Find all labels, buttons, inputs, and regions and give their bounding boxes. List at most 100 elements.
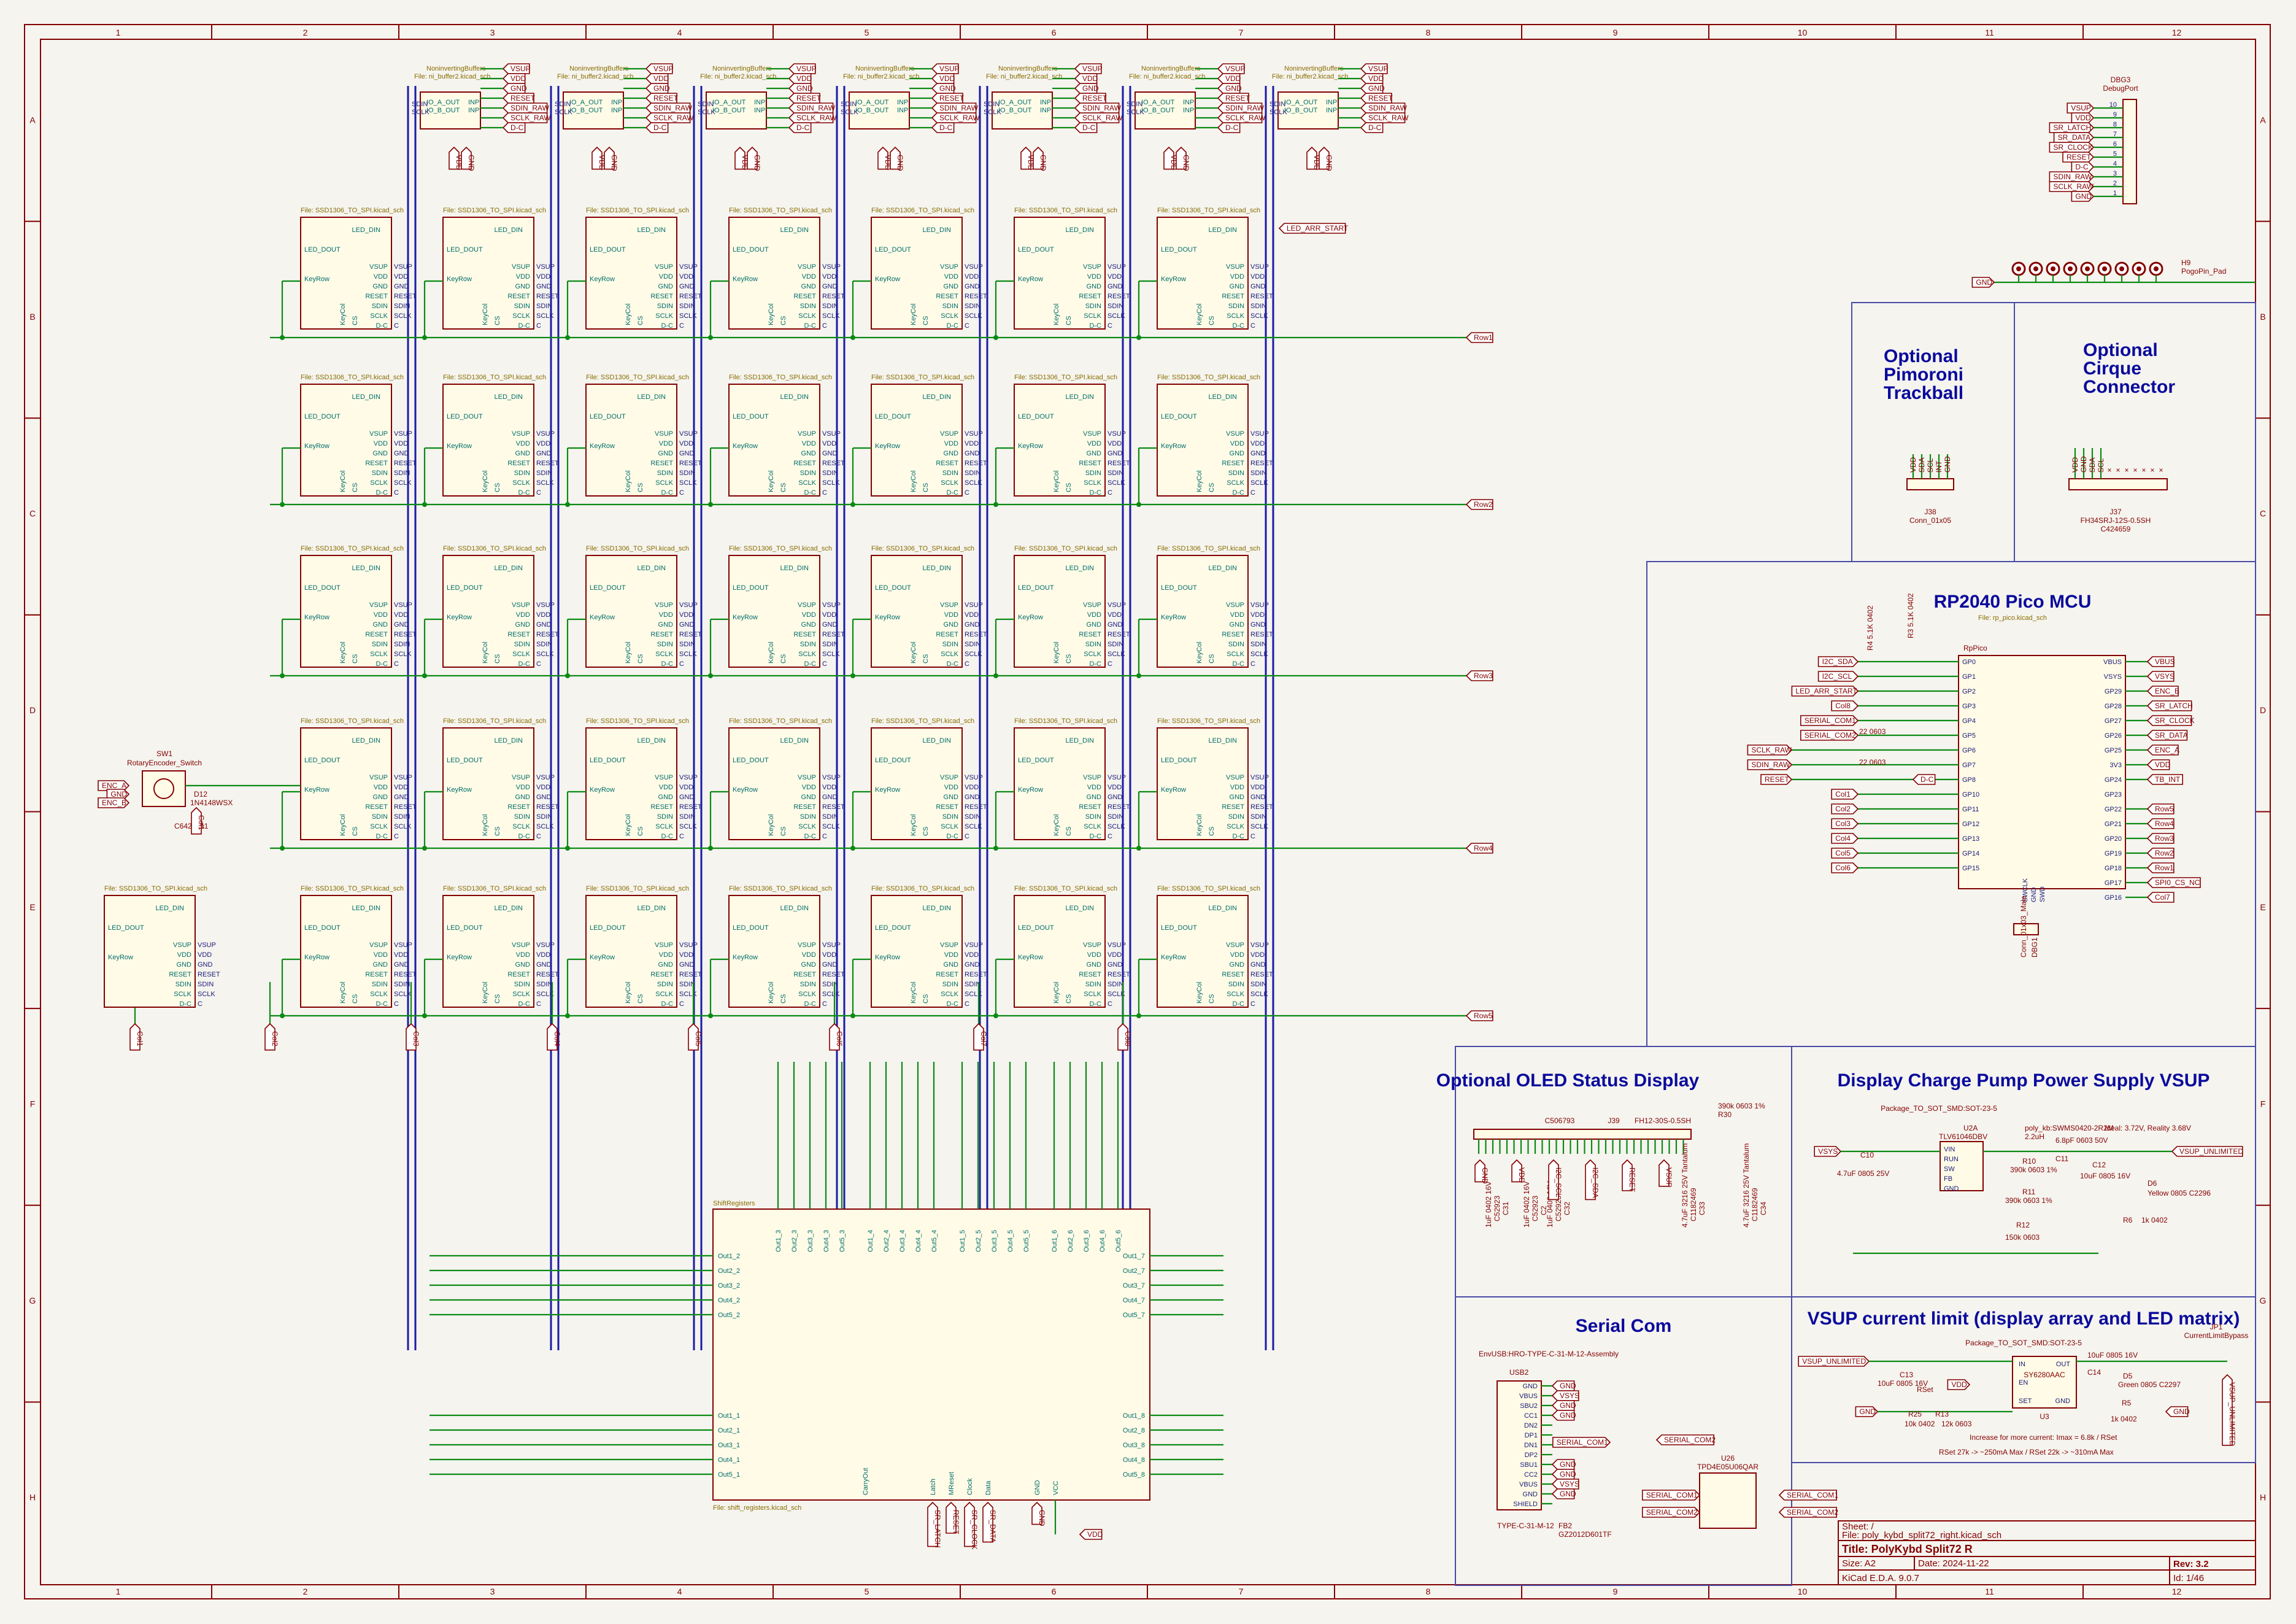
shift-top-pin: Out4_3 xyxy=(823,1230,830,1252)
oled-cell-rail-pin: VDD xyxy=(822,611,836,619)
oled-cell: File: SSD1306_TO_SPI.kicad_schLED_DINLED… xyxy=(422,374,559,507)
oled-cell-keyrow: KeyRow xyxy=(590,954,615,961)
junction-dot xyxy=(280,673,285,678)
net-label-shape xyxy=(502,122,526,133)
net-label-shape xyxy=(788,102,834,114)
frame-col-number: 8 xyxy=(1426,1587,1431,1596)
net-label-shape xyxy=(2062,152,2095,163)
debug-net-sr_data: SR_DATA xyxy=(2053,132,2095,143)
u26-ref: U26 xyxy=(1721,1454,1735,1463)
oled-cell-rail-pin: SDIN xyxy=(965,641,980,648)
buffer-left-pin: SDIN xyxy=(841,101,857,108)
net-label-shape xyxy=(2146,759,2170,770)
oled-cell-rail-pin: VDD xyxy=(679,951,693,959)
debug-pin-number: 8 xyxy=(2113,121,2117,128)
net-label-text: SR_CLOCK xyxy=(970,1510,979,1550)
oled-cell-pin: SCLK xyxy=(370,479,388,487)
oled-cell-rail-pin: VSUP xyxy=(965,774,983,781)
net-label-text: GND xyxy=(110,790,127,798)
net-label-text: Row3 xyxy=(1474,671,1493,680)
junction-dot xyxy=(708,502,713,507)
oled-cell-led-dout: LED_DOUT xyxy=(304,924,341,932)
oled-cell-rail-pin: VDD xyxy=(394,951,408,959)
oled-cell-body xyxy=(871,895,963,1008)
net-label-text: SDIN_RAW xyxy=(2053,172,2092,181)
debug-net-vsup: VSUP xyxy=(2067,102,2095,114)
oled-cell-pin: VSUP xyxy=(940,430,958,438)
mcu-left-pin: GP7 xyxy=(1962,762,1976,769)
debug-pin-number: 3 xyxy=(2113,170,2117,177)
buffer-net-sdin_raw: SDIN_RAW xyxy=(1074,102,1122,114)
oled-cell-pin: VDD xyxy=(802,784,816,791)
junction-dot xyxy=(565,673,570,678)
net-label-text: GND xyxy=(1038,1510,1046,1526)
oled-cell-rail-pin: VSUP xyxy=(679,430,698,438)
oled-cell-pin: VDD xyxy=(1230,784,1244,791)
oled-cell-file: File: SSD1306_TO_SPI.kicad_sch xyxy=(1157,885,1260,892)
oled-status-cap-lcsc: C52923 xyxy=(1493,1196,1501,1221)
net-label-text: VSUP xyxy=(653,64,674,73)
oled-cell-pin: VSUP xyxy=(512,263,530,271)
net-label-text: GND xyxy=(1560,1401,1576,1410)
net-label-text: GND xyxy=(1560,1460,1576,1469)
oled-cell-pin: GND xyxy=(658,794,674,801)
oled-cell-rail-pin: SCLK xyxy=(965,312,982,320)
oled-cell: File: SSD1306_TO_SPI.kicad_schLED_DINLED… xyxy=(280,207,417,340)
oled-cell-rail-pin: VDD xyxy=(1108,273,1122,280)
oled-cell-rail-pin: RESET xyxy=(965,631,987,638)
oled-cell-pin: VSUP xyxy=(512,942,530,949)
oled-cell-pin: D-C xyxy=(1232,322,1244,330)
net-label-shape xyxy=(645,93,677,104)
oled-status-net-gnd: GND xyxy=(1474,1159,1489,1184)
net-label-text: GND xyxy=(2173,1407,2190,1416)
buffer-io-b: IO_B_OUT xyxy=(1284,107,1318,114)
mcu-net-led_arr_start: LED_ARR_START xyxy=(1791,686,1859,697)
buffer-net-reset: RESET xyxy=(645,93,679,104)
buffer-net-gnd: GND xyxy=(502,83,527,94)
net-label-shape xyxy=(2146,730,2188,741)
oled-cell-rail-pin: GND xyxy=(536,450,552,457)
net-label-text: Col6 xyxy=(835,1031,844,1046)
oled-cell-rail-pin: RESET xyxy=(1108,460,1130,467)
oled-cell-rail-pin: VSUP xyxy=(198,942,216,949)
oled-cell-pin: D-C xyxy=(376,660,388,668)
net-label-text: LED_ARR_START xyxy=(1287,224,1349,233)
junction-dot xyxy=(993,502,998,507)
shift-left-pin: Out5_1 xyxy=(718,1471,740,1479)
oled-cell-keyrow: KeyRow xyxy=(447,786,472,794)
oled-cell-rail-pin: C xyxy=(822,660,827,668)
current-limit-d5: Green 0805 C2297 xyxy=(2118,1380,2181,1389)
rotary-encoder-group: SW1RotaryEncoder_SwitchENC_AGNDENC_BD121… xyxy=(98,749,301,835)
buffer-net-vsup: VSUP xyxy=(502,63,531,74)
debug-net-sclk_raw: SCLK_RAW xyxy=(2049,181,2095,192)
oled-cell-pin: D-C xyxy=(1089,833,1101,840)
net-label-shape xyxy=(1360,102,1406,114)
oled-cell-rail-pin: VDD xyxy=(394,273,408,280)
oled-cell-pin: SCLK xyxy=(1227,479,1244,487)
oled-cell-rail-pin: SDIN xyxy=(965,303,980,310)
oled-status-net-i2c_scl: I2C_SCL xyxy=(1548,1159,1563,1201)
oled-cell-pin: GND xyxy=(1087,961,1102,969)
oled-cell-pin: SCLK xyxy=(941,312,958,320)
oled-cell-keyrow: KeyRow xyxy=(590,786,615,794)
charge-pump-uref: U2A xyxy=(1963,1124,1978,1132)
charge-pump-pin: RUN xyxy=(1944,1156,1959,1163)
oled-cell-led-dout: LED_DOUT xyxy=(1161,584,1197,592)
oled-cell-pin: SDIN xyxy=(514,303,530,310)
oled-cell-pin: RESET xyxy=(1222,631,1244,638)
buffer-io-b: IO_B_OUT xyxy=(426,107,460,114)
oled-cell-pin: SDIN xyxy=(800,981,816,988)
encoder-net-enc_b: ENC_B xyxy=(98,797,130,808)
oled-cell-pin: GND xyxy=(1087,283,1102,290)
frame-col-number: 10 xyxy=(1798,28,1808,37)
mcu-left-pin: GP3 xyxy=(1962,703,1976,710)
frame-row-letter: C xyxy=(29,509,36,519)
frame-row-letter: C xyxy=(2260,509,2266,519)
oled-cell-rail-pin: SCLK xyxy=(1250,479,1268,487)
net-label-shape xyxy=(1074,63,1102,74)
cirque-title-line: Optional xyxy=(2083,340,2158,360)
oled-cell-cs: CS xyxy=(1208,654,1215,663)
oled-cell-rail-pin: VDD xyxy=(965,951,979,959)
buffer-io-a: IO_A_OUT xyxy=(998,99,1032,106)
net-label-shape xyxy=(406,1023,417,1051)
